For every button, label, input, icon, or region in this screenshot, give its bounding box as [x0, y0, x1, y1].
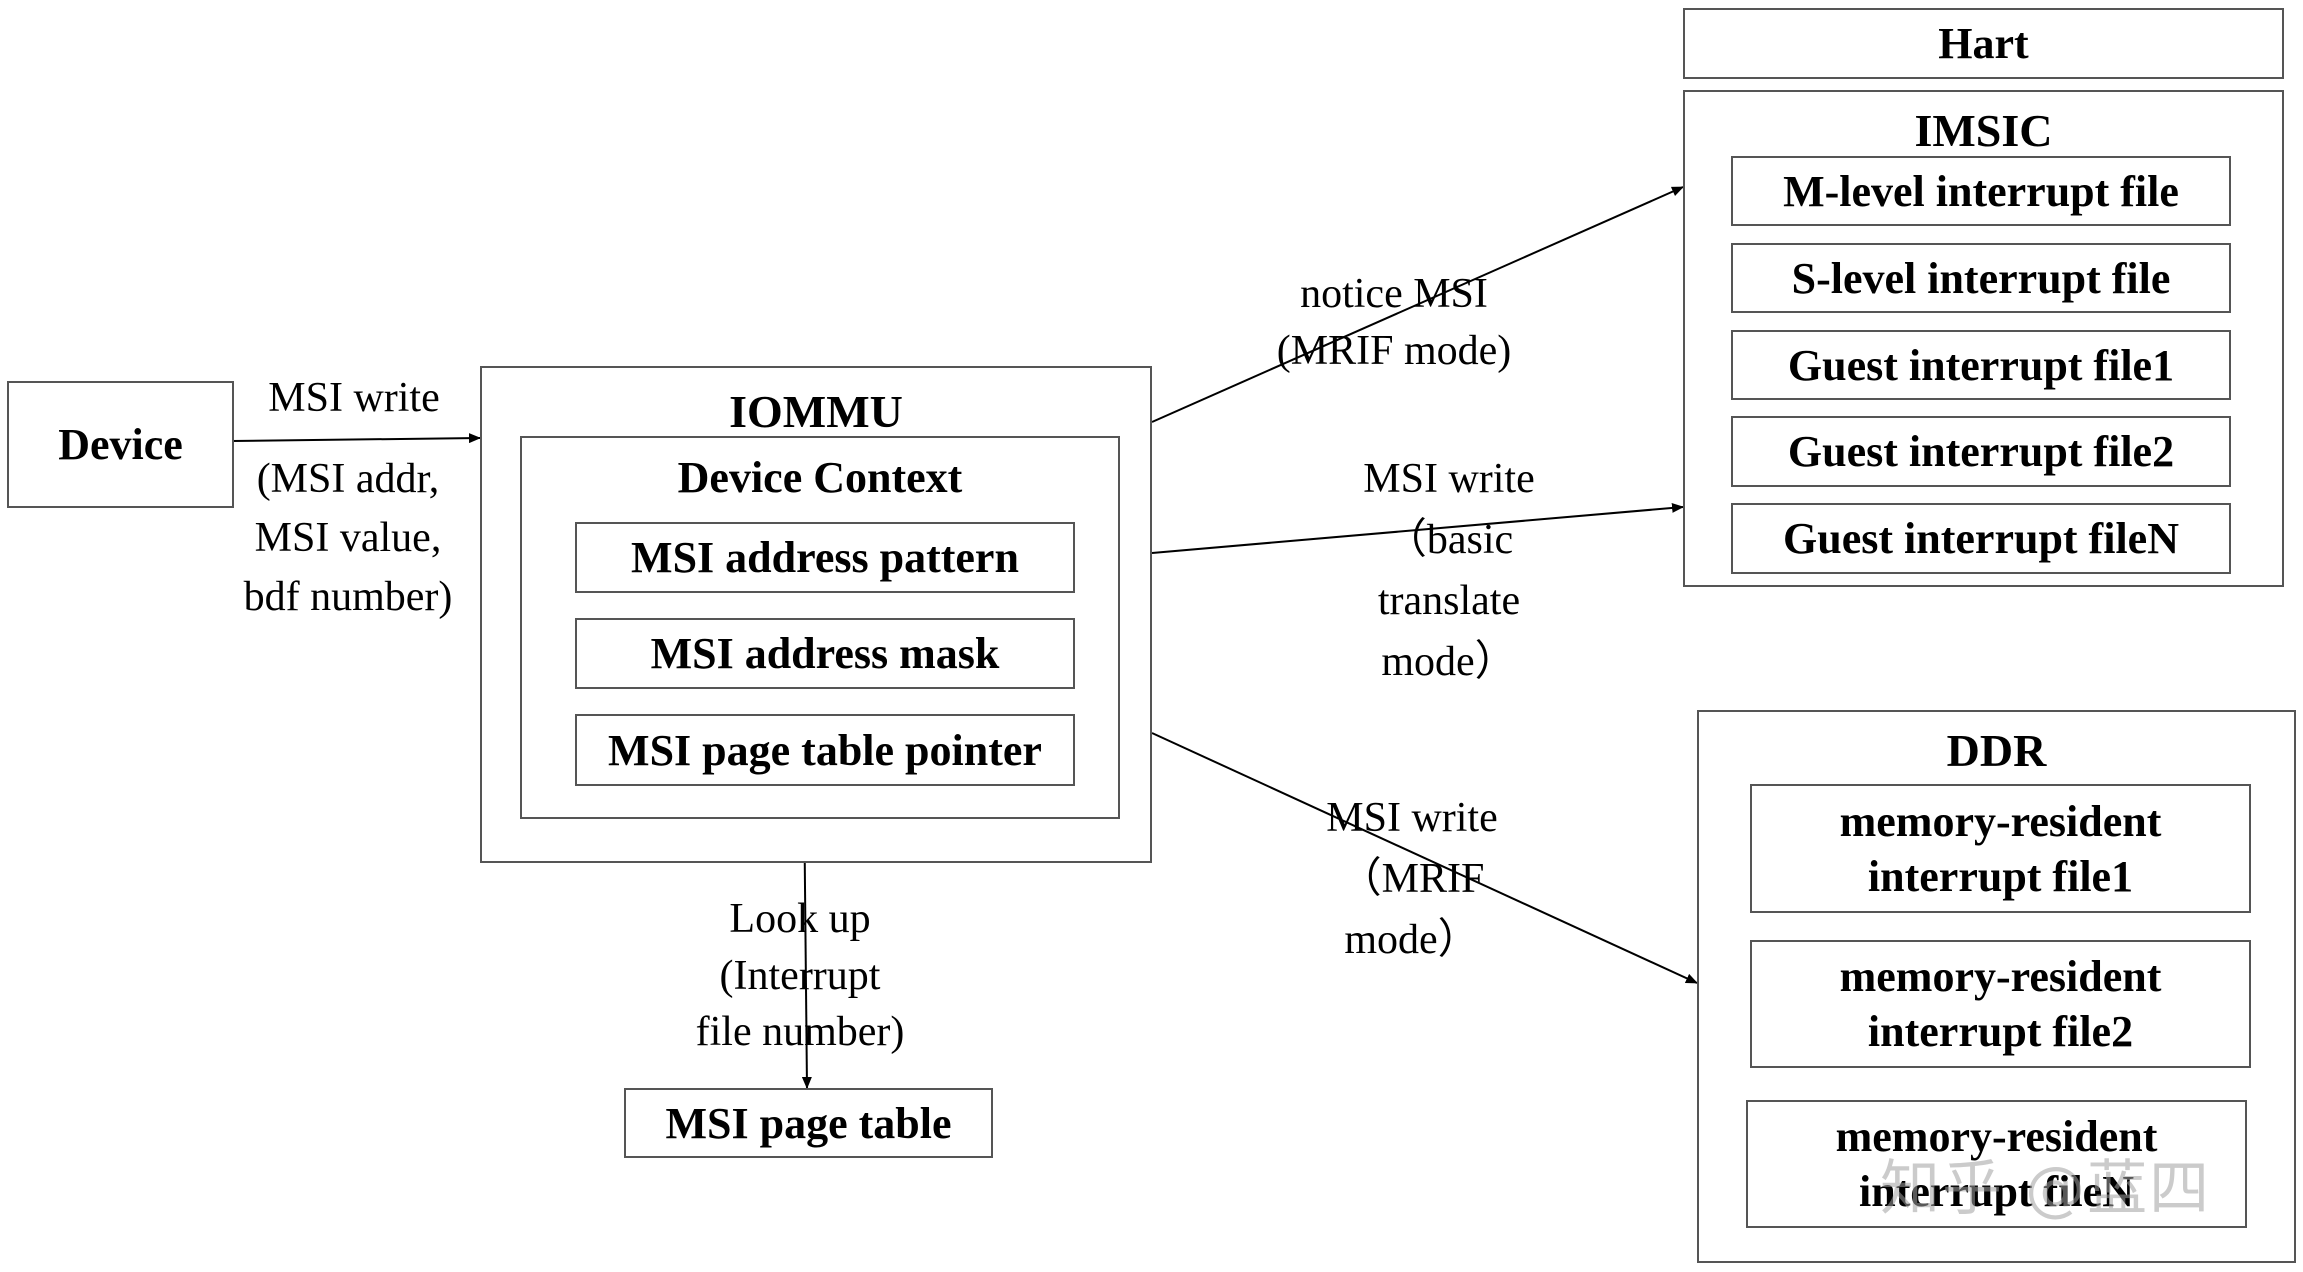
- device-context-title: Device Context: [677, 453, 963, 502]
- msi-address-mask-field: MSI address mask: [575, 618, 1075, 689]
- arrow-iommu-to-imsic-mrif: [1151, 186, 1684, 423]
- msi-page-table-pointer-field: MSI page table pointer: [575, 714, 1075, 786]
- arrow-iommu-to-ddr: [1151, 732, 1698, 984]
- device-label: Device: [58, 420, 183, 469]
- arrow-iommu-to-imsic-basic: [1151, 502, 1684, 554]
- ddr-file-label: memory-resident interrupt fileN: [1835, 1112, 2158, 1216]
- imsic-file-label: Guest interrupt file2: [1787, 427, 2175, 476]
- imsic-file-guest-n: Guest interrupt fileN: [1731, 503, 2231, 574]
- iommu-title: IOMMU: [729, 386, 903, 437]
- ddr-file-2: memory-resident interrupt file2: [1750, 940, 2251, 1068]
- imsic-file-guest-1: Guest interrupt file1: [1731, 330, 2231, 400]
- ddr-file-label: memory-resident interrupt file2: [1839, 952, 2162, 1056]
- msi-page-table-pointer-label: MSI page table pointer: [608, 725, 1042, 775]
- edge-label-mrif-ddr: MSI write （MRIF mode）: [1326, 795, 1498, 963]
- imsic-title: IMSIC: [1914, 105, 2053, 156]
- imsic-file-label: S-level interrupt file: [1791, 253, 2171, 303]
- ddr-file-n: memory-resident interrupt fileN: [1746, 1100, 2247, 1228]
- imsic-file-label: Guest interrupt fileN: [1783, 514, 2179, 563]
- edge-label-notice-msi: notice MSI (MRIF mode): [1276, 271, 1512, 374]
- imsic-file-label: Guest interrupt file1: [1787, 340, 2175, 390]
- ddr-file-1: memory-resident interrupt file1: [1750, 784, 2251, 913]
- imsic-file-s-level: S-level interrupt file: [1731, 243, 2231, 313]
- device-box: Device: [7, 381, 234, 508]
- msi-address-pattern-label: MSI address pattern: [631, 533, 1019, 582]
- ddr-title: DDR: [1946, 725, 2047, 776]
- hart-title: Hart: [1938, 19, 2029, 68]
- edge-label-lookup: Look up (Interrupt file number): [695, 896, 905, 1056]
- msi-address-pattern-field: MSI address pattern: [575, 522, 1075, 593]
- edge-label-basic-translate: MSI write （basic translate mode）: [1363, 456, 1535, 685]
- imsic-file-m-level: M-level interrupt file: [1731, 156, 2231, 226]
- ddr-file-label: memory-resident interrupt file1: [1839, 796, 2162, 901]
- imsic-file-label: M-level interrupt file: [1783, 166, 2179, 216]
- msi-address-mask-label: MSI address mask: [650, 629, 1000, 678]
- watermark: 知乎 @蓝四: [1880, 1154, 2212, 1224]
- hart-box: Hart: [1683, 8, 2284, 79]
- arrow-device-to-iommu: [231, 433, 481, 444]
- imsic-file-guest-2: Guest interrupt file2: [1731, 416, 2231, 487]
- edge-label-device-to-iommu-top: MSI write: [268, 375, 440, 421]
- msi-page-table-label: MSI page table: [665, 1098, 952, 1148]
- msi-page-table-box: MSI page table: [624, 1088, 993, 1158]
- edge-label-device-to-iommu-bottom: (MSI addr, MSI value, bdf number): [243, 456, 453, 620]
